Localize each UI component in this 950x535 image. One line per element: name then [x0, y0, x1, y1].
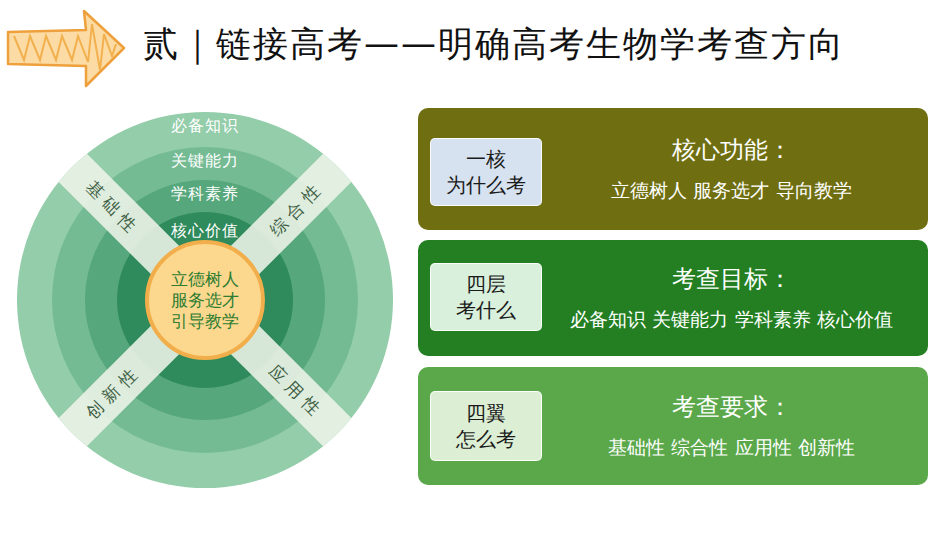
tag-box: 四层 考什么 — [430, 263, 542, 331]
arrow-hatching — [14, 24, 116, 70]
core-circle: 立德树人 服务选才 引导教学 — [145, 240, 265, 360]
node-label: 四翼 怎么考 — [442, 400, 530, 452]
node-body: 立德树人 服务选才 导向教学 — [611, 178, 851, 204]
tag-box: 一核 为什么考 — [430, 138, 542, 206]
arrow-decoration — [0, 0, 140, 100]
node-label: 立德树人 服务选才 引导教学 — [168, 269, 242, 332]
node-label: 考查要求： — [672, 391, 792, 423]
tag-box: 四翼 怎么考 — [430, 391, 542, 461]
arrow-outline — [8, 11, 124, 86]
info-panel: 考查目标： 必备知识 关键能力 学科素养 核心价值 四层 考什么 — [418, 240, 928, 356]
node-label: 四层 考什么 — [442, 271, 530, 323]
node-body: 基础性 综合性 应用性 创新性 — [608, 435, 854, 461]
info-panel: 核心功能： 立德树人 服务选才 导向教学 一核 为什么考 — [418, 108, 928, 230]
node-body: 必备知识 关键能力 学科素养 核心价值 — [570, 307, 892, 333]
page-title: 贰｜链接高考——明确高考生物学考查方向 — [143, 22, 855, 66]
node-label: 核心功能： — [672, 134, 792, 166]
node-label: 一核 为什么考 — [442, 146, 530, 198]
node-label: 必备知识 — [17, 112, 393, 136]
node-label: 考查目标： — [672, 263, 792, 295]
info-panel: 考查要求： 基础性 综合性 应用性 创新性 四翼 怎么考 — [418, 367, 928, 485]
ring-layer: 必备知识关键能力学科素养核心价值立德树人 服务选才 引导教学基础性综合性创新性应… — [17, 112, 393, 488]
